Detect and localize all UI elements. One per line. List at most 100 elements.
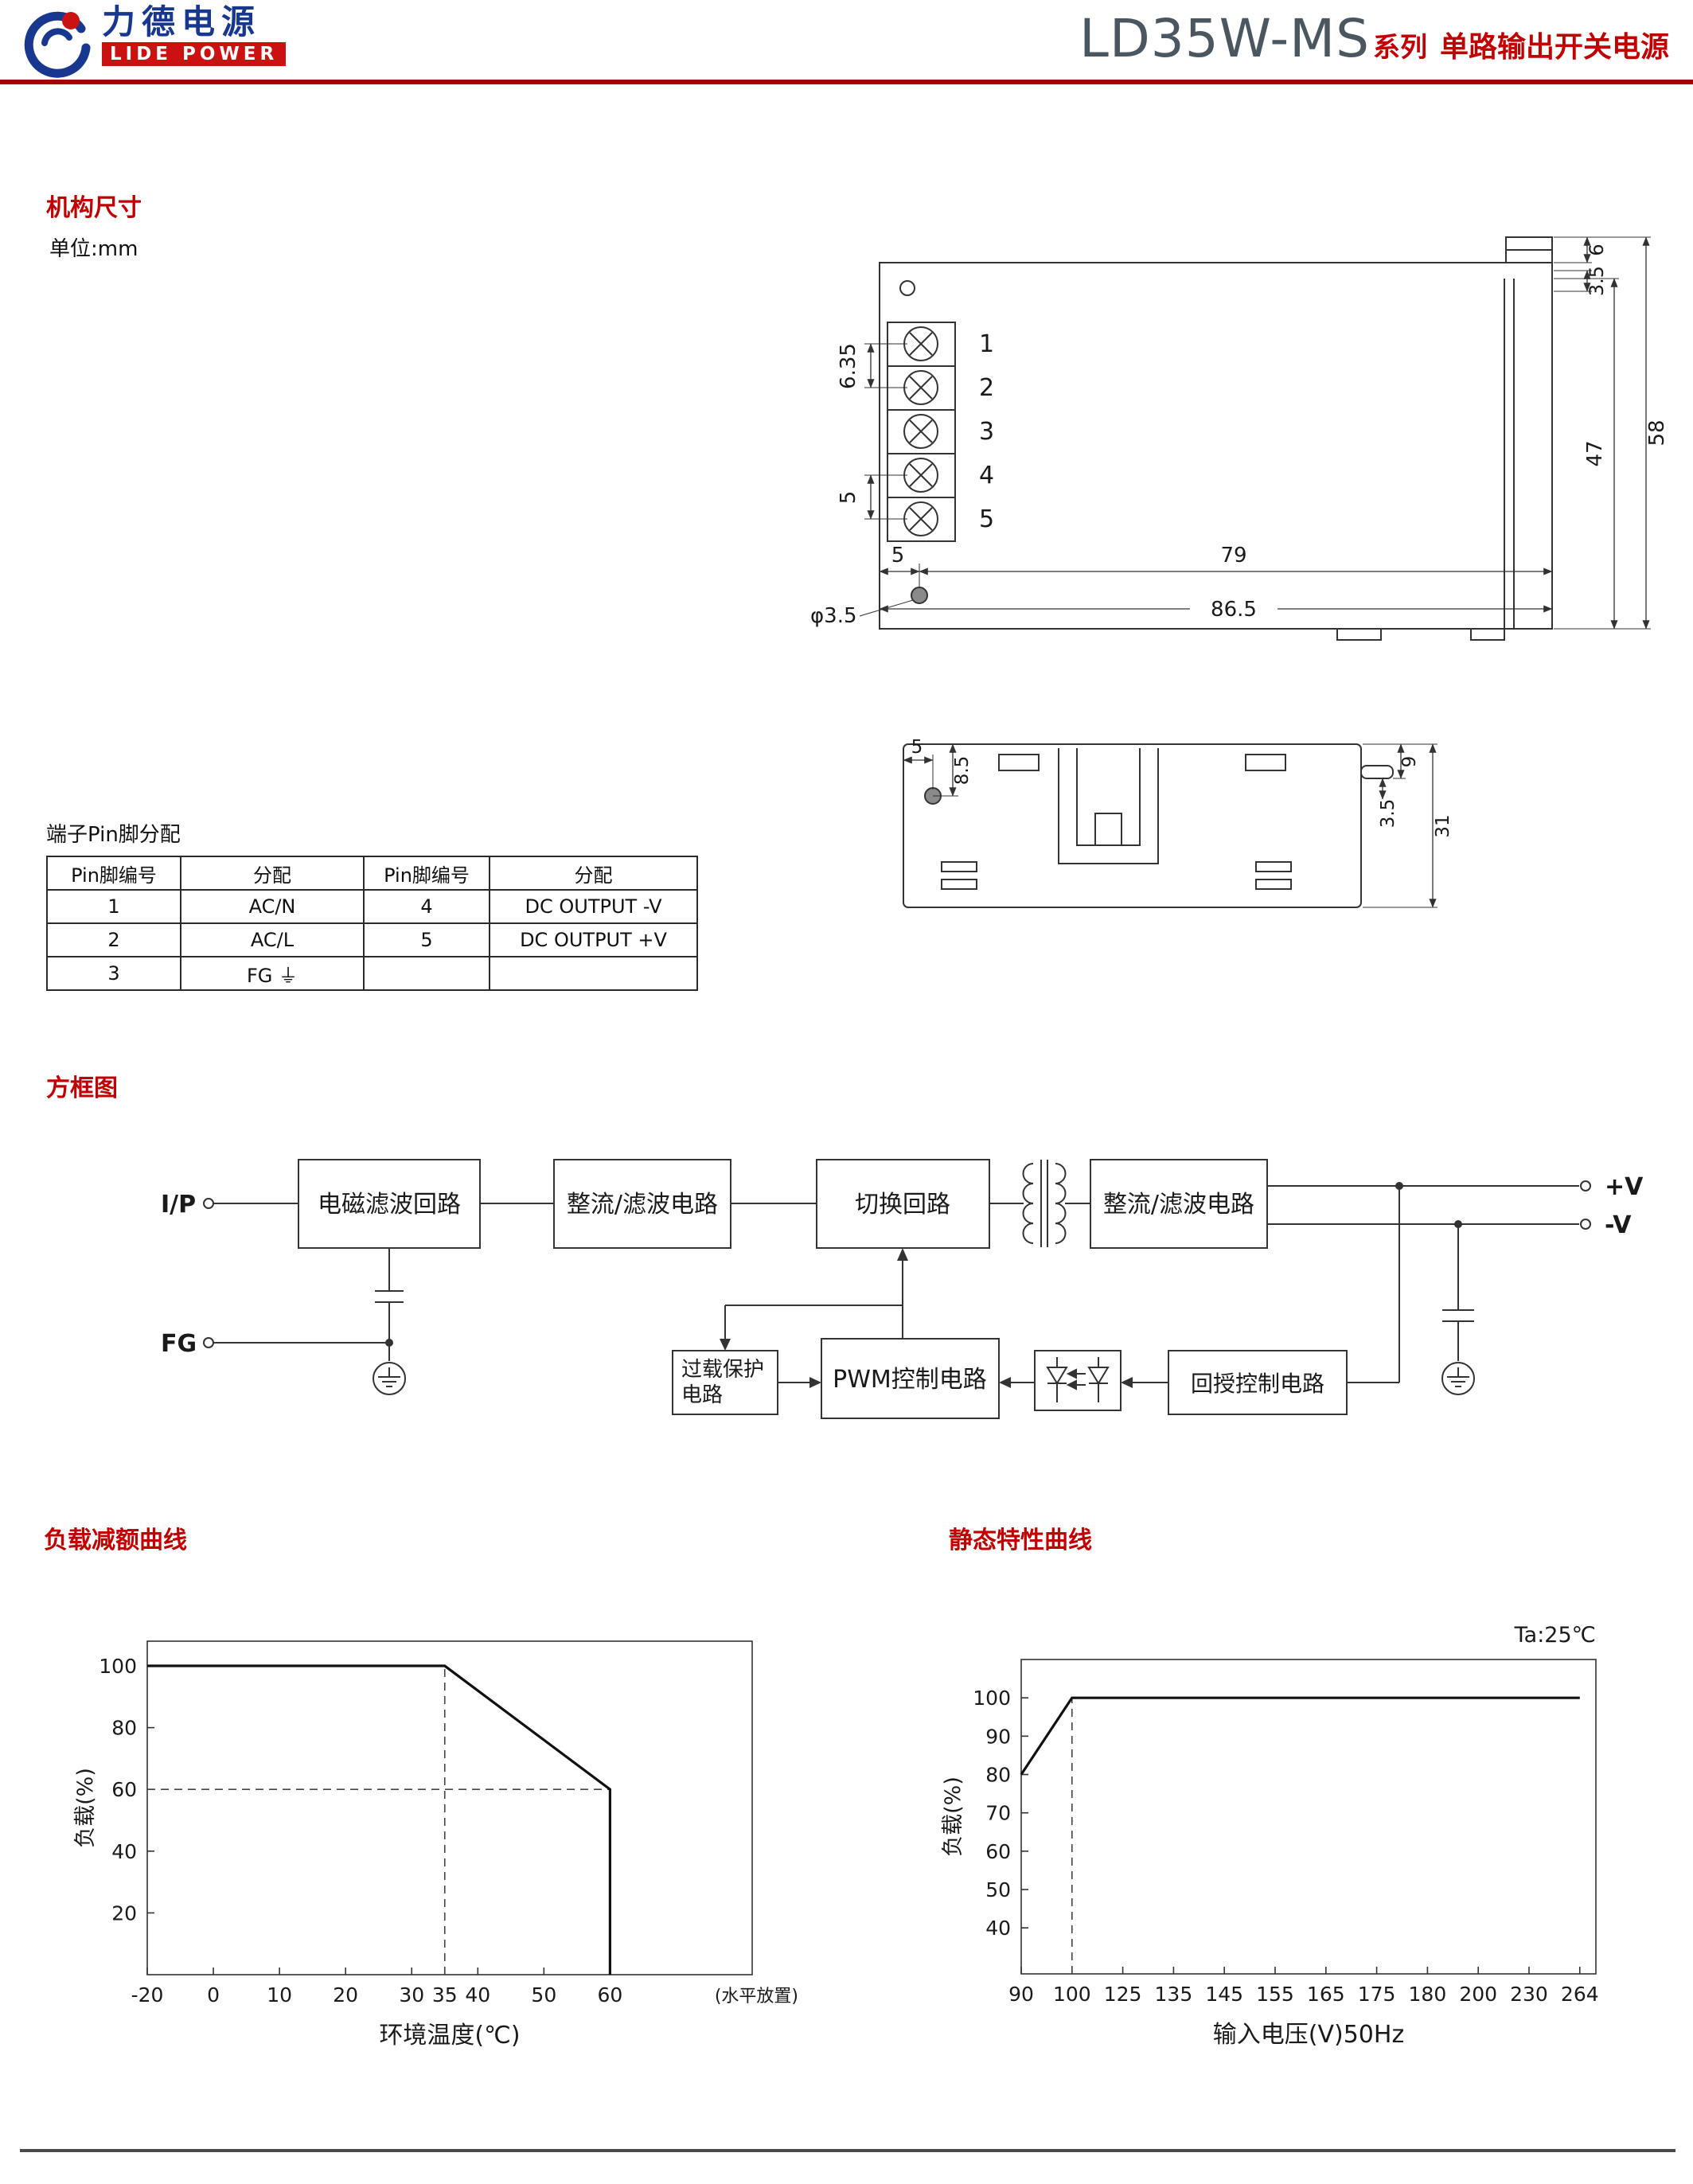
y-tick-label: 80 [985,1764,1011,1787]
earth-ground-symbol [373,1362,406,1395]
title-series-suffix: 系列 [1372,32,1427,64]
fg-label: FG [161,1330,197,1358]
front-view [879,236,1553,641]
cell-assignment: DC OUTPUT +V [489,922,698,957]
x-tick-label: 60 [597,1983,622,2007]
cell-pin: 2 [46,922,181,957]
x-tick-label: 180 [1409,1983,1447,2006]
x-tick-label: 200 [1459,1983,1497,2006]
dim-hole-to-edge: 79 [1220,544,1246,567]
table-header-row: Pin脚编号 分配 Pin脚编号 分配 [46,856,698,891]
bottom-dimensions: 5 8.5 9 3.5 31 [903,737,1453,908]
dim-total-width: 86.5 [1211,598,1257,622]
x-tick-label: 230 [1510,1983,1548,2006]
cell-assignment: DC OUTPUT -V [489,889,698,924]
temperature-annotation: Ta:25℃ [1514,1623,1596,1648]
arrow-up [897,1248,908,1261]
x-tick-label: 30 [399,1983,424,2007]
pin-number: 4 [979,462,994,489]
pin-assignment-table: Pin脚编号 分配 Pin脚编号 分配 1 AC/N 4 DC OUTPUT -… [46,856,698,991]
arrow-left [999,1377,1011,1388]
y-tick-label: 40 [111,1840,137,1863]
overload-protection-block [672,1350,778,1415]
x-tick-label: 155 [1256,1983,1294,2006]
feedback-control-block [1168,1350,1348,1415]
x-axis-label: 环境温度(℃) [379,2022,520,2049]
x-tick-label: 100 [1053,1983,1091,2006]
cell-assignment: AC/L [180,922,365,957]
derating-chart-title: 负载减额曲线 [44,1527,187,1554]
header-rule [0,80,1693,84]
pin-number: 5 [979,505,994,533]
x-tick-label: 10 [267,1983,292,2007]
overload-label-1: 过载保护 [681,1358,764,1382]
input-label: I/P [161,1191,196,1219]
cell-pin: 4 [363,889,490,924]
pwm-label: PWM控制电路 [833,1366,987,1394]
arrow-left [1121,1377,1133,1388]
unit-label: 单位:mm [49,237,138,261]
optocoupler-block [1034,1350,1122,1411]
optocoupler-symbol [1046,1357,1110,1402]
y-tick-label: 100 [99,1655,137,1678]
y-tick-label: 80 [111,1717,137,1740]
col-header: 分配 [180,856,365,891]
footer-rule [20,2149,1675,2152]
front-dimensions: 6.35 5 5 79 86.5 φ3.5 6 3.5 [810,236,1669,630]
x-tick-label: 165 [1307,1983,1345,2006]
mech-heading: 机构尺寸 [46,194,142,222]
y-axis-label: 负载(%) [73,1768,98,1848]
emi-filter-label: 电磁滤波回路 [318,1191,461,1219]
plot-border [1020,1659,1597,1975]
block-diagram: 电磁滤波回路 整流/滤波电路 切换回路 整流/滤波电路 过载保护 电路 PWM控… [161,1159,1644,1419]
x-tick-label: 125 [1104,1983,1142,2006]
col-header: Pin脚编号 [46,856,181,891]
dim-pin-pitch-2: 5 [837,491,860,505]
x-axis-label: 输入电压(V)50Hz [1213,2021,1404,2049]
switching-block [816,1159,990,1249]
emi-filter-block [298,1159,481,1249]
dim-hole-dia: φ3.5 [810,604,857,628]
x-tick-label: 40 [465,1983,490,2007]
x-tick-label: -20 [131,1983,164,2007]
x-tick-label: 90 [1008,1983,1034,2006]
dim-pin-pitch: 6.35 [837,343,860,389]
cell-assignment: AC/N [180,889,365,924]
static-chart-title: 静态特性曲线 [949,1527,1092,1554]
pin-number: 2 [979,374,994,402]
pin-number: 3 [979,418,994,446]
cell-pin: 3 [46,956,181,991]
y-tick-label: 60 [985,1840,1011,1863]
feedback-label: 回授控制电路 [1191,1371,1324,1397]
dim-height-total: 58 [1645,419,1669,446]
y-tick-label: 60 [111,1778,137,1801]
switching-label: 切换回路 [855,1191,950,1219]
arrow-down [720,1339,731,1351]
y-axis-label: 负载(%) [941,1776,965,1857]
x-tick-label: 35 [432,1983,458,2007]
y-tick-label: 40 [985,1917,1011,1940]
series-load-derating [147,1664,612,1975]
logo-text-cn: 力德电源 [102,2,262,41]
dim-flange: 6 [1586,244,1608,255]
y-tick-label: 90 [985,1725,1011,1748]
rectifier1-block [553,1159,731,1249]
pin-numbers: 1 2 3 4 5 [979,330,994,533]
x-tick-label: 175 [1358,1983,1396,2006]
block-diagram-heading: 方框图 [46,1074,118,1102]
cell-pin: 5 [363,922,490,957]
output-neg-label: -V [1605,1211,1632,1239]
title-model: LD35W-MS [1079,8,1370,69]
cell-pin [363,956,490,991]
dim-flange-2: 3.5 [1586,266,1608,296]
table-row: 1 AC/N 4 DC OUTPUT -V [46,889,698,924]
x-tick-label: 50 [531,1983,556,2007]
rectifier2-block [1090,1159,1268,1249]
table-row: 3 FG ⏚ [46,956,698,991]
blocks: 电磁滤波回路 整流/滤波电路 切换回路 整流/滤波电路 过载保护 电路 PWM控… [298,1159,1348,1419]
io-labels: I/P FG +V -V [161,1173,1644,1358]
y-tick-label: 20 [111,1901,137,1925]
dim-top-to-hole: 8.5 [952,756,973,786]
x-tick-label: 264 [1561,1983,1599,2006]
